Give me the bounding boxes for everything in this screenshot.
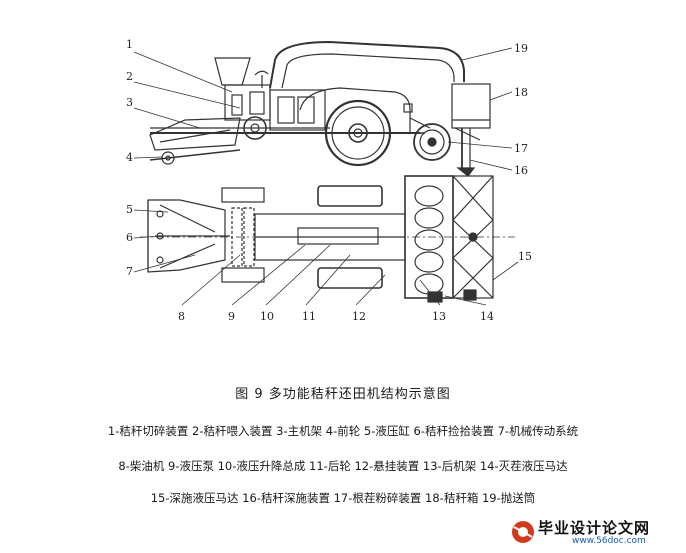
callout-7: 7 <box>126 265 133 278</box>
callout-5: 5 <box>126 203 133 216</box>
top-view <box>140 175 515 303</box>
side-view <box>149 40 491 177</box>
callout-18: 18 <box>514 86 528 99</box>
callout-11: 11 <box>302 310 316 323</box>
callout-8: 8 <box>178 310 185 323</box>
leader-lines <box>133 47 519 306</box>
callout-3: 3 <box>126 96 133 109</box>
watermark-url: www.56doc.com <box>572 536 646 546</box>
callout-14: 14 <box>480 310 494 323</box>
callout-13: 13 <box>432 310 446 323</box>
callout-17: 17 <box>514 142 528 155</box>
callout-12: 12 <box>352 310 366 323</box>
callout-1: 1 <box>126 38 133 51</box>
callout-19: 19 <box>514 42 528 55</box>
watermark-logo-icon <box>512 521 534 543</box>
callout-4: 4 <box>126 151 133 164</box>
legend-line-1: 1-秸秆切碎装置 2-秸秆喂入装置 3-主机架 4-前轮 5-液压缸 6-秸秆捡… <box>107 424 579 438</box>
callout-6: 6 <box>126 231 133 244</box>
site-watermark: 毕业设计论文网 www.56doc.com <box>510 517 680 551</box>
legend-line-2: 8-柴油机 9-液压泵 10-液压升降总成 11-后轮 12-悬挂装置 13-后… <box>118 459 568 473</box>
legend-line-3: 15-深施液压马达 16-秸秆深施装置 17-根茬粉碎装置 18-秸秆箱 19-… <box>150 491 536 505</box>
callout-9: 9 <box>228 310 235 323</box>
callout-labels: 1 2 3 4 5 6 7 8 9 10 11 12 13 14 15 16 1… <box>126 38 532 323</box>
watermark-text: 毕业设计论文网 <box>538 519 651 537</box>
machine-structure-diagram: 1 2 3 4 5 6 7 8 9 10 11 12 13 14 15 16 1… <box>126 38 532 323</box>
callout-15: 15 <box>518 250 532 263</box>
callout-2: 2 <box>126 70 133 83</box>
callout-10: 10 <box>260 310 274 323</box>
figure-caption: 图 9 多功能秸秆还田机结构示意图 <box>235 387 451 402</box>
callout-16: 16 <box>514 164 528 177</box>
